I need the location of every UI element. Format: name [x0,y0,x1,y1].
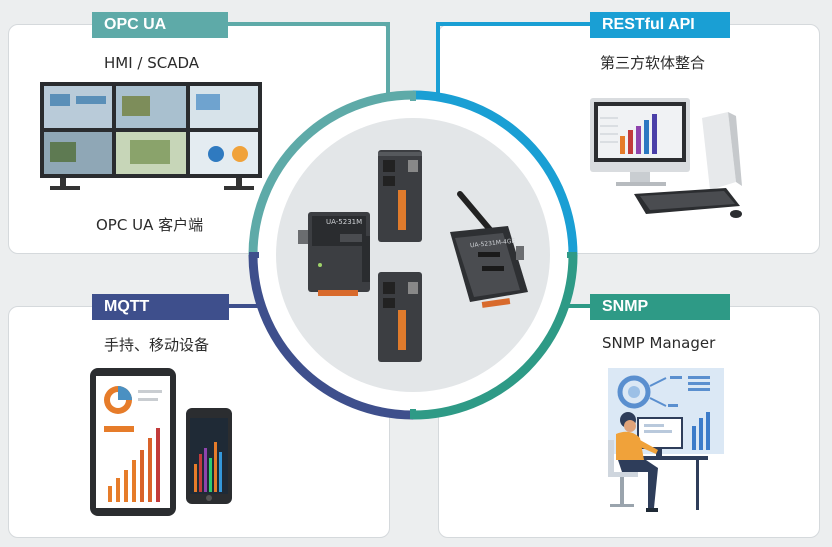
snmp-ring-arc [412,254,578,420]
mqtt-label: 手持、移动设备 [104,336,210,354]
gateway-device-top [378,150,422,242]
opcua-bottom-label: OPC UA 客户端 [96,216,204,234]
snmp-label: SNMP Manager [602,334,716,352]
snmp-badge: SNMP [590,294,730,320]
mqtt-badge: MQTT [92,294,229,320]
gateway-device-bottom [378,272,422,362]
center-inner-disc [276,118,550,392]
restful-label: 第三方软体整合 [600,54,706,72]
desktop-computer-illustration [590,98,742,218]
scada-monitor-wall-illustration [40,82,262,190]
opcua-ring-arc [248,90,414,256]
gateway-device-left [298,212,370,296]
gateway-device-4g [450,191,528,308]
restful-badge: RESTful API [590,12,730,38]
tablet-phone-illustration [90,368,232,516]
opcua-badge: OPC UA [92,12,228,38]
opcua-top-label: HMI / SCADA [104,54,200,72]
mqtt-ring-arc [248,254,414,420]
device-label-left: UA-5231M [326,218,363,226]
snmp-manager-illustration [608,368,724,512]
restful-ring-arc [412,90,578,256]
